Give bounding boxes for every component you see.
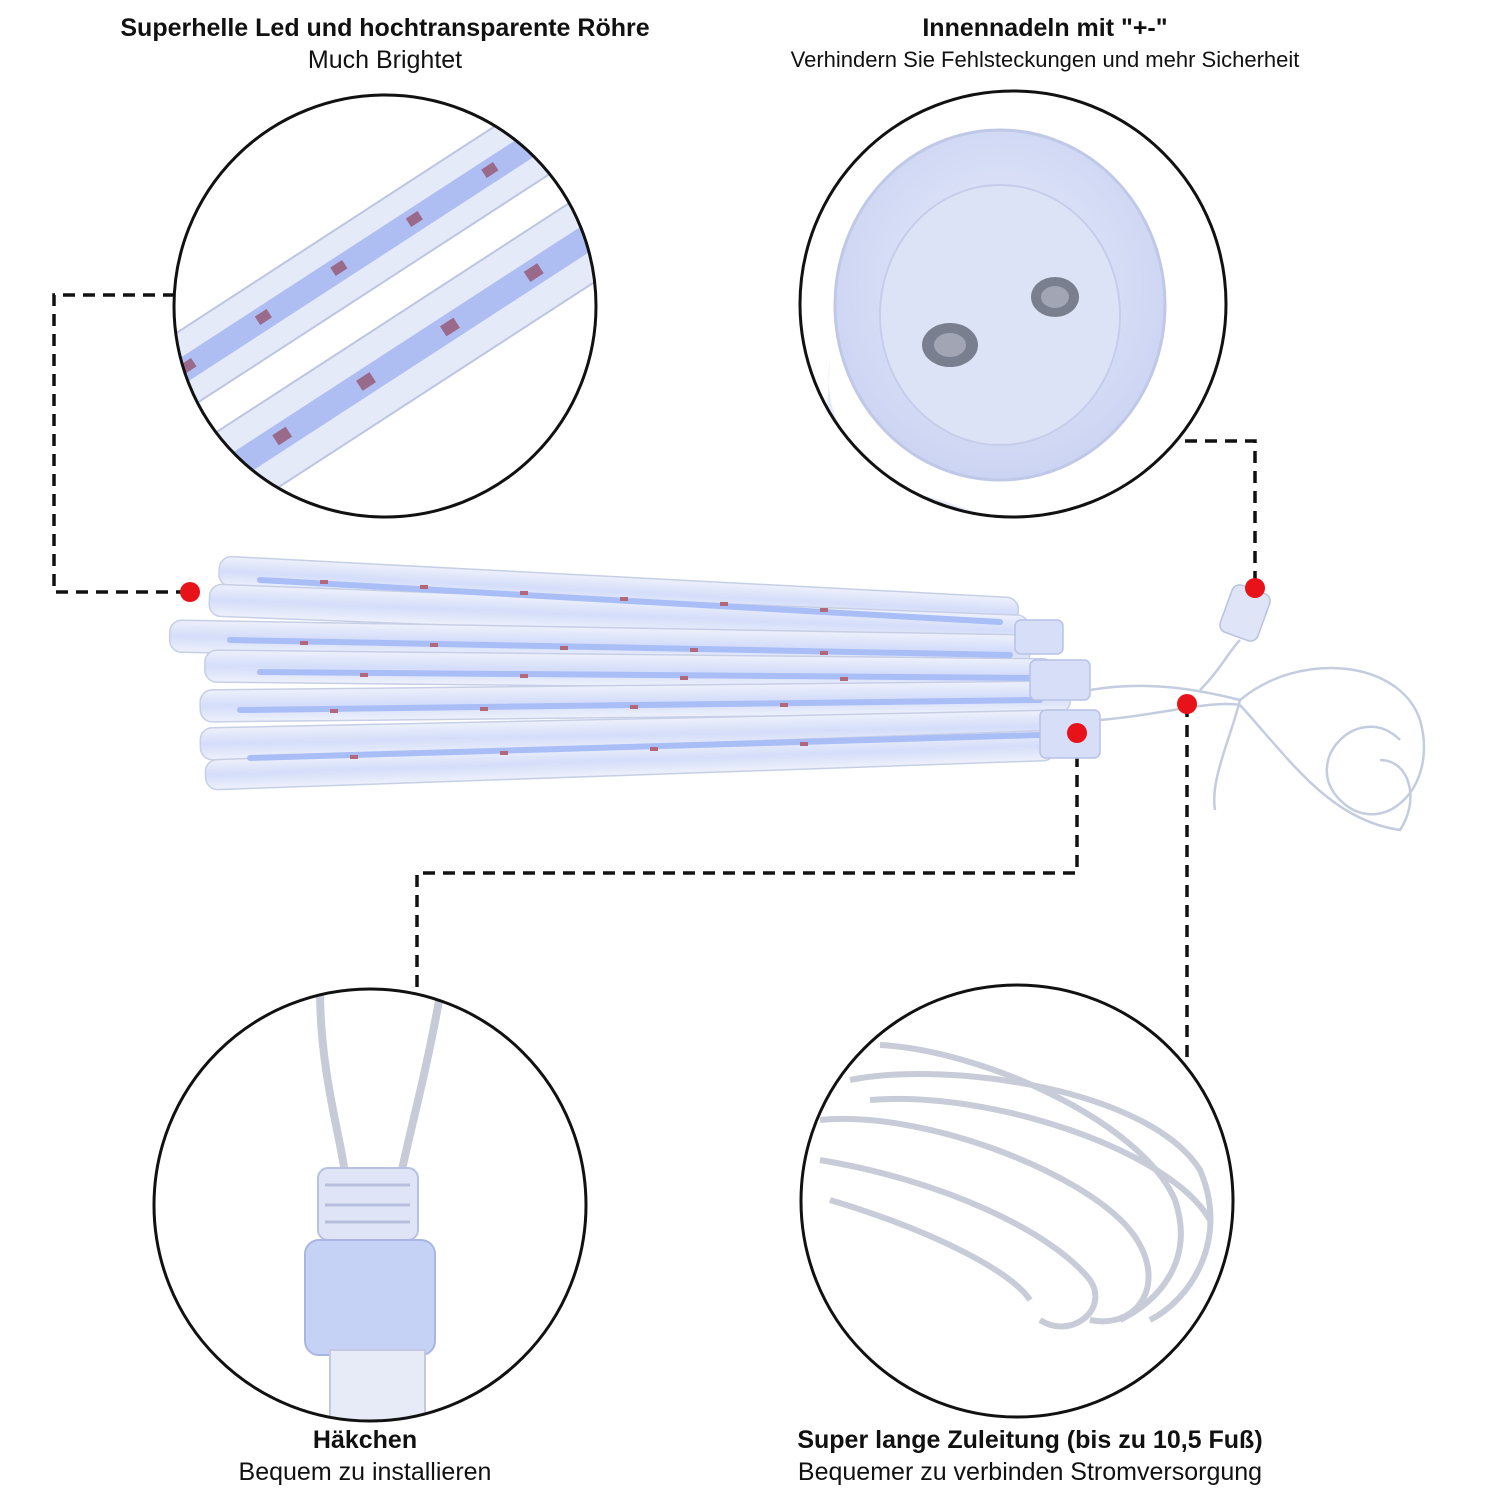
caption-cable: Super lange Zuleitung (bis zu 10,5 Fuß) … xyxy=(720,1424,1340,1488)
callout-dot-hook xyxy=(1067,723,1087,743)
led-strips xyxy=(227,577,1043,761)
wires xyxy=(1089,639,1426,832)
led-chips xyxy=(300,580,848,759)
detail-circle-led xyxy=(172,93,598,519)
caption-connector-subtitle: Verhindern Sie Fehlsteckungen und mehr S… xyxy=(790,47,1300,72)
caption-cable-subtitle: Bequemer zu verbinden Stromversorgung xyxy=(797,1458,1263,1486)
callout-line-led xyxy=(52,293,188,594)
caption-connector-title: Innennadeln mit "+-" xyxy=(922,14,1168,42)
caption-led-subtitle: Much Brightet xyxy=(307,46,463,74)
detail-circle-cable xyxy=(799,983,1235,1419)
detail-circle-connector xyxy=(798,89,1228,519)
callout-dot-cable xyxy=(1177,694,1197,714)
callout-line-hook xyxy=(415,735,1079,990)
caption-hook-title: Häkchen xyxy=(312,1426,418,1454)
caption-connector: Innennadeln mit "+-" Verhindern Sie Fehl… xyxy=(735,12,1355,76)
callout-lines xyxy=(52,293,1257,1060)
tube-bundle xyxy=(168,555,1426,832)
caption-led-title: Superhelle Led und hochtransparente Röhr… xyxy=(120,14,650,42)
callout-dot-led xyxy=(180,582,200,602)
callout-line-connector xyxy=(1185,439,1257,588)
caption-cable-title: Super lange Zuleitung (bis zu 10,5 Fuß) xyxy=(797,1426,1263,1454)
caption-hook-subtitle: Bequem zu installieren xyxy=(238,1458,492,1486)
callout-dot-connector xyxy=(1245,578,1265,598)
callout-dots xyxy=(180,578,1265,743)
caption-led: Superhelle Led und hochtransparente Röhr… xyxy=(40,12,730,76)
caption-hook: Häkchen Bequem zu installieren xyxy=(160,1424,570,1488)
detail-circle-hook xyxy=(152,987,588,1423)
